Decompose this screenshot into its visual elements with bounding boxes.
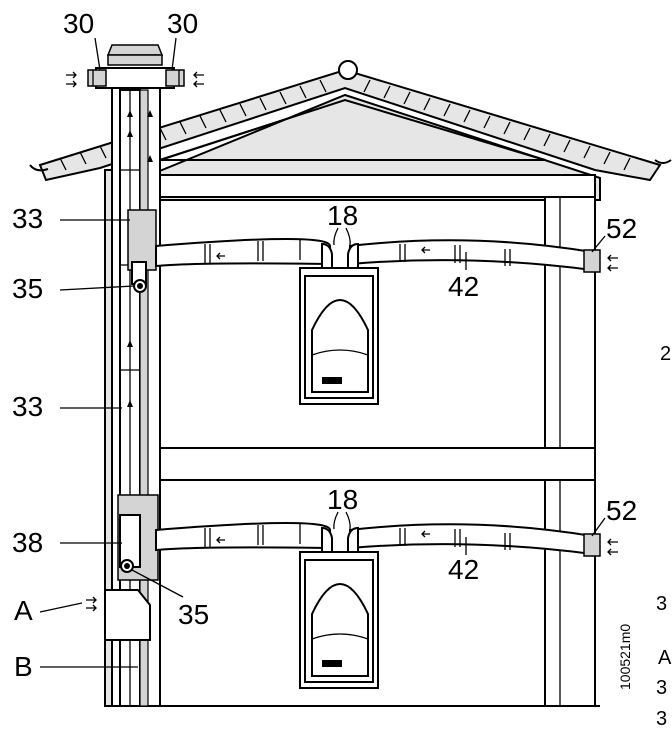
label-30-left: 30 <box>63 8 94 39</box>
lower-floor-installation <box>117 494 618 689</box>
building-frame <box>104 169 600 707</box>
inlet-arrow-a <box>86 596 97 604</box>
label-52-upper: 52 <box>606 213 637 244</box>
edge-text-a: A <box>658 647 672 669</box>
roof-terminal <box>66 44 204 89</box>
edge-text-3c: 3 <box>656 708 667 730</box>
label-35-upper: 35 <box>12 273 43 304</box>
label-33-upper: 33 <box>12 203 43 234</box>
label-b: B <box>14 651 33 682</box>
label-33-middle: 33 <box>12 391 43 422</box>
callout-labels: 30 30 33 35 18 52 42 33 18 52 38 42 35 A… <box>12 8 672 730</box>
label-42-upper: 42 <box>448 271 479 302</box>
edge-text-3a: 3 <box>656 593 667 615</box>
label-a: A <box>14 595 33 626</box>
edge-text-3b: 3 <box>656 677 667 699</box>
leader-lines <box>39 37 606 668</box>
edge-text-2: 2 <box>660 343 671 365</box>
vertical-flue-duct <box>104 84 161 707</box>
label-18-lower: 18 <box>327 484 358 515</box>
label-18-upper: 18 <box>327 200 358 231</box>
label-42-lower: 42 <box>448 554 479 585</box>
upper-floor-installation <box>127 209 618 405</box>
label-52-lower: 52 <box>606 495 637 526</box>
label-30-right: 30 <box>167 8 198 39</box>
drawing-code: 100521m0 <box>617 624 633 690</box>
label-38: 38 <box>12 527 43 558</box>
label-35-lower: 35 <box>178 599 209 630</box>
